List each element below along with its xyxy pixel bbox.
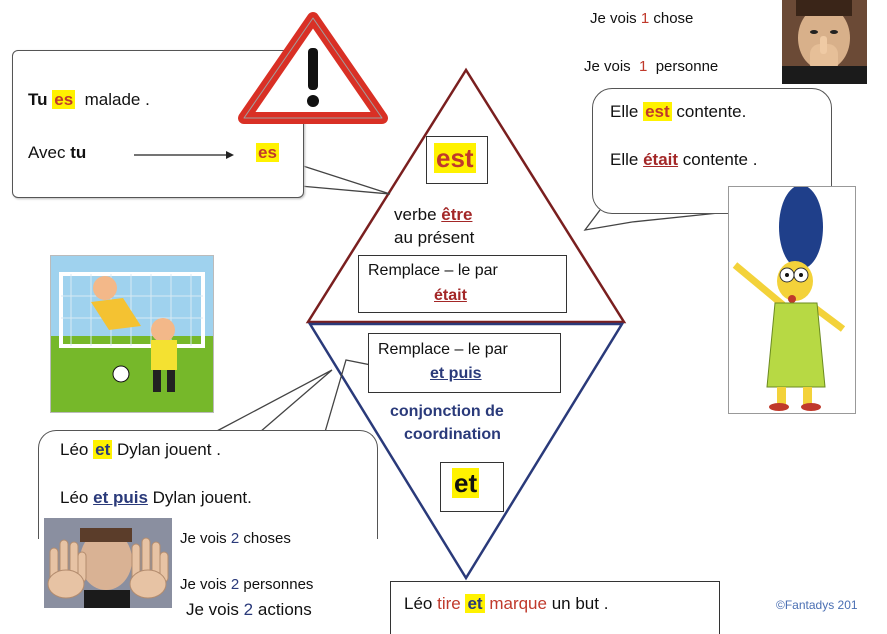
et-replace-label: Remplace – le par — [378, 341, 508, 358]
warning-line2: Avec tu — [28, 143, 86, 163]
warning-bubble-tail — [299, 164, 391, 195]
word-elle: Elle — [610, 150, 639, 169]
word-es-highlight: es — [52, 90, 76, 109]
text: chose — [653, 10, 694, 27]
text: Je vois — [186, 600, 239, 619]
word-leo: Léo — [60, 488, 89, 507]
elle-line1: Elle est contente. — [610, 102, 746, 122]
word-et-highlight: et — [93, 440, 113, 459]
est-replace-box — [358, 255, 567, 313]
number-1: 1 — [639, 58, 648, 75]
text: Je vois — [590, 10, 637, 27]
text: personnes — [243, 576, 314, 593]
text: actions — [257, 600, 312, 619]
warning-result: es — [256, 143, 279, 163]
soccer-illustration — [50, 255, 214, 413]
word-et-puis: et puis — [93, 488, 148, 507]
elle-bubble-tail — [583, 209, 633, 231]
word-dylan-jouent: Dylan jouent . — [116, 440, 221, 459]
warning-bubble — [12, 50, 304, 198]
count-line2: Je vois 2 personnes — [180, 576, 313, 593]
word-leo: Léo — [60, 440, 89, 459]
top-right-line1: Je vois 1 chose — [590, 10, 693, 27]
copyright: ©Fantadys 201 — [776, 598, 858, 612]
word-etre: être — [441, 205, 473, 224]
number-2: 2 — [230, 530, 240, 547]
word-est-highlight: est — [643, 102, 672, 121]
word-avec: Avec — [28, 143, 66, 162]
word-etait: était — [434, 287, 467, 304]
text: personne — [655, 58, 719, 75]
bottom-sentence-box — [390, 581, 720, 634]
word-contente: contente . — [682, 150, 758, 169]
word-etait: était — [643, 150, 679, 169]
est-keyword-text: est — [434, 143, 476, 173]
word-un-but: un but . — [551, 594, 609, 613]
est-keyword: est — [434, 143, 476, 174]
leo-line1: Léo et Dylan jouent . — [60, 440, 221, 460]
text: Je vois — [180, 530, 227, 547]
et-replace-box — [368, 333, 561, 393]
et-keyword: et — [452, 468, 480, 499]
warning-line1: Tu es malade . — [28, 90, 150, 110]
est-replace-label: Remplace – le par — [368, 262, 498, 279]
word-tu-2: tu — [70, 143, 87, 162]
et-desc-line2: coordination — [404, 426, 501, 443]
et-desc-line1: conjonction de — [390, 403, 504, 420]
elle-line2: Elle était contente . — [610, 150, 757, 170]
count-line3: Je vois 2 actions — [186, 600, 312, 620]
word-et-puis: et puis — [430, 365, 482, 382]
word-verbe: verbe — [394, 205, 437, 224]
boy-one-finger-photo — [782, 0, 867, 84]
count-line1: Je vois 2 choses — [180, 530, 291, 547]
top-right-line2: Je vois 1 personne — [584, 58, 718, 75]
word-tire: tire — [437, 594, 461, 613]
word-tu: Tu — [28, 90, 48, 109]
word-marque: marque — [489, 594, 547, 613]
number-1: 1 — [640, 10, 650, 27]
word-elle: Elle — [610, 102, 639, 121]
marge-illustration — [728, 186, 856, 414]
text: choses — [243, 530, 291, 547]
leo-bubble-tail — [214, 369, 333, 433]
et-keyword-text: et — [452, 468, 480, 498]
est-replace-word: était — [434, 287, 467, 305]
leo-line2: Léo et puis Dylan jouent. — [60, 488, 252, 508]
boy-two-hands-photo — [44, 518, 172, 608]
word-et-highlight: et — [465, 594, 485, 613]
number-2: 2 — [243, 600, 254, 619]
text: Je vois — [180, 576, 227, 593]
word-es-result: es — [256, 143, 279, 162]
number-2: 2 — [230, 576, 240, 593]
est-desc-line1: verbe être — [394, 205, 472, 225]
bottom-sentence: Léo tire et marque un but . — [404, 594, 608, 614]
et-replace-word: et puis — [430, 365, 482, 383]
text: Je vois — [584, 58, 631, 75]
word-dylan-jouent: Dylan jouent. — [152, 488, 252, 507]
est-desc-line2: au présent — [394, 228, 475, 247]
word-malade: malade . — [84, 90, 150, 109]
word-leo: Léo — [404, 594, 433, 613]
word-contente: contente. — [676, 102, 747, 121]
